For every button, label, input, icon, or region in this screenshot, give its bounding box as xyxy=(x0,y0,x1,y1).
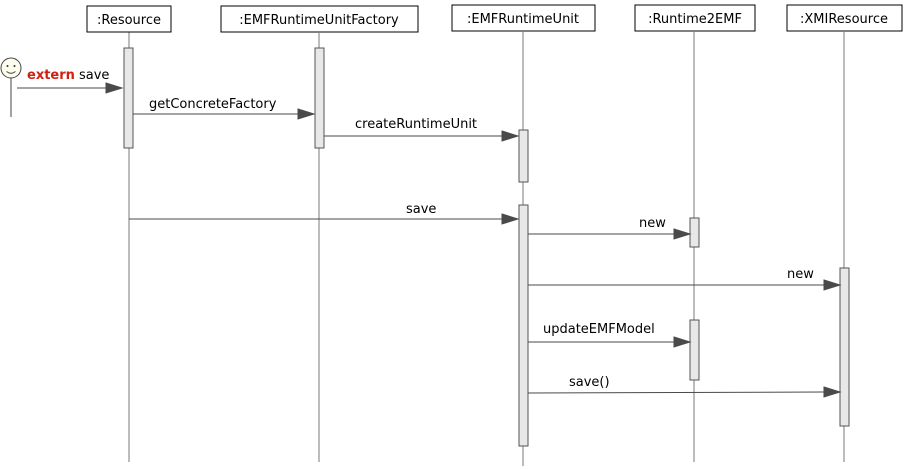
activation-runtime2emf-update xyxy=(689,319,700,381)
participant-xmiresource[interactable]: :XMIResource xyxy=(786,4,903,32)
participant-label: :Resource xyxy=(97,13,161,28)
arrow-head xyxy=(501,213,520,225)
participant-label: :Runtime2EMF xyxy=(648,12,742,27)
arrow-head xyxy=(673,228,692,240)
message-label-new-xmiresource: new xyxy=(787,267,814,282)
actor-icon xyxy=(0,57,22,117)
participant-label: :EMFRuntimeUnit xyxy=(467,12,579,27)
participant-label: :XMIResource xyxy=(800,12,888,27)
arrow-head xyxy=(823,386,842,398)
participant-unit[interactable]: :EMFRuntimeUnit xyxy=(451,4,596,32)
message-arrow-save-call xyxy=(527,391,825,394)
participant-resource[interactable]: :Resource xyxy=(86,5,172,33)
activation-unit-create xyxy=(518,129,529,183)
arrow-head xyxy=(501,130,520,142)
message-label-updateemfmodel: updateEMFModel xyxy=(543,322,655,337)
participant-factory[interactable]: :EMFRuntimeUnitFactory xyxy=(220,5,419,33)
actor-stereotype-label: extern xyxy=(27,68,75,83)
activation-runtime2emf-new xyxy=(689,217,700,248)
participant-runtime2emf[interactable]: :Runtime2EMF xyxy=(634,4,756,32)
arrow-head xyxy=(823,279,842,291)
arrow-head xyxy=(105,82,124,94)
message-label-save: save xyxy=(406,202,436,217)
activation-factory xyxy=(314,47,325,149)
arrow-head xyxy=(673,336,692,348)
message-label-new-runtime2emf: new xyxy=(639,216,666,231)
activation-unit-save xyxy=(518,204,529,447)
actor-message-label: save xyxy=(79,68,109,83)
activation-resource xyxy=(123,47,134,149)
activation-xmiresource xyxy=(839,267,850,427)
message-label-save-call: save() xyxy=(569,375,610,390)
participant-label: :EMFRuntimeUnitFactory xyxy=(239,13,399,28)
arrow-head xyxy=(297,108,316,120)
message-label-createruntimeunit: createRuntimeUnit xyxy=(355,117,477,132)
message-label-getconcretefactory: getConcreteFactory xyxy=(149,97,277,112)
